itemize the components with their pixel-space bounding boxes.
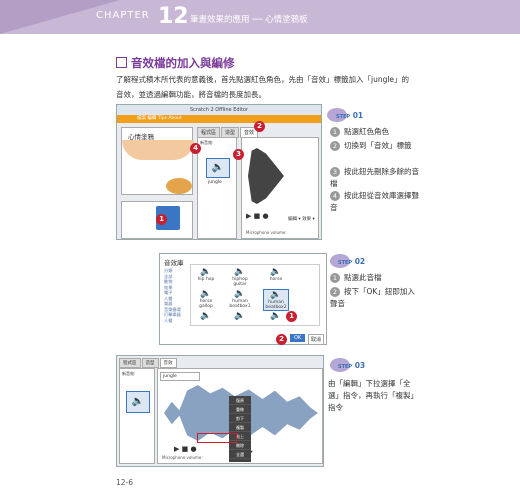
category-list: 分類 全部 動物 效果 電子 人聲 樂器 音樂循環 打擊樂器 人聲 bbox=[164, 268, 188, 323]
menu-item-undo[interactable]: 復原 bbox=[229, 396, 251, 405]
sound-cell[interactable]: 🔈horse bbox=[263, 267, 289, 282]
step-bubble bbox=[327, 108, 347, 122]
cancel-button[interactable]: 取消 bbox=[308, 334, 325, 345]
screenshot-sound-library: 音效庫 分類 全部 動物 效果 電子 人聲 樂器 音樂循環 打擊樂器 人聲 🔈h… bbox=[159, 253, 327, 345]
category-item[interactable]: 效果 bbox=[164, 284, 173, 290]
waveform-panel: ▶ ■ ● 編輯 ▾ 效果 ▾ Microphone volume: bbox=[241, 137, 319, 239]
speaker-icon: 🔈 bbox=[270, 267, 282, 277]
step-2-tag: STEP 02 bbox=[338, 257, 366, 266]
speaker-icon: 🔈 bbox=[234, 289, 246, 299]
badge-3: 3 bbox=[233, 149, 244, 160]
menu-item-select-all[interactable]: 全選 bbox=[229, 450, 251, 459]
category-item[interactable]: 動物 bbox=[164, 279, 173, 284]
badge-2: 2 bbox=[276, 334, 287, 345]
new-sound-label: 新音效: bbox=[122, 371, 136, 376]
speaker-icon: 🔈 bbox=[270, 290, 282, 300]
waveform bbox=[248, 148, 284, 204]
palette-image bbox=[166, 178, 192, 194]
menu-bar: 檔案 編輯 Tips About bbox=[117, 115, 321, 123]
category-item[interactable]: 全部 bbox=[164, 273, 173, 279]
tab-costumes[interactable]: 造型 bbox=[141, 358, 159, 368]
badge-4: 4 bbox=[190, 143, 201, 154]
intro-paragraph: 了解程式積木所代表的意義後，首先點選紅色角色，先由「音效」標籤加入「jungle… bbox=[116, 75, 410, 99]
step-3-text: 由「編輯」下拉選擇「全選」指令，再執行「複製」指令 bbox=[328, 379, 415, 412]
section-title: 音效檔的加入與編修 bbox=[131, 56, 235, 70]
menu-item-redo[interactable]: 重做 bbox=[229, 405, 251, 414]
sound-cell[interactable]: 🔈 bbox=[227, 311, 253, 321]
stage-title: 心情塗鴉 bbox=[128, 133, 154, 141]
screenshot-scratch-editor: Scratch 2 Offline Editor 檔案 編輯 Tips Abou… bbox=[116, 104, 322, 240]
step-bubble bbox=[330, 358, 350, 372]
sound-cell-selected[interactable]: 🔈human beatbox2 bbox=[263, 289, 289, 311]
badge-1: 1 bbox=[156, 214, 167, 225]
editor-tabs: 程式區造型音效 bbox=[119, 358, 178, 368]
category-item[interactable]: 人聲 bbox=[164, 295, 173, 301]
page-number: 12-6 bbox=[116, 478, 134, 487]
stage-decoration bbox=[122, 140, 194, 160]
volume-label: Microphone volume: bbox=[246, 230, 287, 235]
sound-cell[interactable]: 🔈 bbox=[193, 311, 219, 321]
chapter-word: CHAPTER bbox=[96, 10, 150, 21]
edit-menu-button[interactable]: 編輯 ▾ 效果 ▾ bbox=[288, 217, 315, 222]
speaker-icon: 🔈 bbox=[234, 267, 246, 277]
menu-item-copy[interactable]: 複製 bbox=[229, 423, 251, 432]
speaker-icon: 🔈 bbox=[200, 289, 212, 299]
speaker-icon[interactable]: 🔈 bbox=[206, 158, 230, 178]
sound-cell[interactable]: 🔈hiphop guitar bbox=[227, 267, 253, 287]
speaker-icon: 🔈 bbox=[270, 311, 282, 321]
speaker-icon: 🔈 bbox=[234, 311, 246, 321]
step-1-tag: STEP 01 bbox=[336, 111, 364, 120]
sound-cell[interactable]: 🔈hip hop bbox=[193, 267, 219, 282]
sound-list: 新音效: 🔈 jungle bbox=[197, 137, 237, 239]
menu-item-cut[interactable]: 剪下 bbox=[229, 414, 251, 423]
step-bubble bbox=[330, 254, 350, 268]
badge-1: 1 bbox=[286, 311, 297, 322]
speaker-icon: 🔈 bbox=[200, 267, 212, 277]
sound-name-field[interactable]: jungle bbox=[160, 372, 200, 381]
badge-2: 2 bbox=[254, 121, 265, 132]
edit-dropdown-menu: 復原 重做 剪下 複製 貼上 刪除 全選 bbox=[229, 396, 251, 462]
chapter-number: 12 bbox=[158, 4, 189, 29]
step-3-tag: STEP 03 bbox=[338, 361, 366, 370]
library-title: 音效庫 bbox=[164, 259, 184, 267]
edit-highlight bbox=[197, 433, 237, 443]
sound-cell[interactable]: 🔈 bbox=[263, 311, 289, 321]
category-item[interactable]: 音樂循環 bbox=[164, 306, 181, 312]
section-heading: 音效檔的加入與編修 bbox=[116, 55, 235, 71]
stage: 心情塗鴉 bbox=[121, 127, 194, 195]
sound-list: 新音效: 🔈 bbox=[119, 368, 155, 464]
chapter-header: CHAPTER 12 筆畫效果的應用 ── 心情塗鴉板 bbox=[0, 0, 520, 34]
tab-scripts[interactable]: 程式區 bbox=[119, 358, 141, 368]
volume-label: Microphone volume: bbox=[162, 455, 203, 460]
menu-item-paste[interactable]: 貼上 bbox=[229, 432, 251, 441]
category-item[interactable]: 打擊樂器 bbox=[164, 312, 181, 317]
category-item[interactable]: 電子 bbox=[164, 290, 173, 295]
sound-cell[interactable]: 🔈human beatbox1 bbox=[227, 289, 253, 309]
tab-sounds[interactable]: 音效 bbox=[159, 358, 177, 368]
sound-name: jungle bbox=[208, 180, 222, 185]
sound-grid: 🔈hip hop 🔈hiphop guitar 🔈horse 🔈horse ga… bbox=[190, 264, 320, 326]
new-sound-label: 新音效: bbox=[200, 140, 214, 145]
menu-item-delete[interactable]: 刪除 bbox=[229, 441, 251, 450]
window-title: Scratch 2 Offline Editor bbox=[117, 105, 321, 115]
category-item[interactable]: 人聲 bbox=[164, 317, 173, 323]
speaker-icon[interactable]: 🔈 bbox=[126, 391, 150, 413]
ok-button[interactable]: OK bbox=[290, 334, 306, 342]
sound-cell[interactable]: 🔈horse gallop bbox=[193, 289, 219, 309]
header-decoration bbox=[0, 0, 120, 34]
category-item[interactable]: 分類 bbox=[164, 268, 173, 273]
playback-controls[interactable]: ▶ ■ ● bbox=[174, 445, 197, 453]
checkbox-icon bbox=[116, 57, 127, 68]
category-item[interactable]: 樂器 bbox=[164, 301, 173, 306]
chapter-title: 筆畫效果的應用 ── 心情塗鴉板 bbox=[190, 15, 308, 25]
speaker-icon: 🔈 bbox=[200, 311, 212, 321]
playback-controls[interactable]: ▶ ■ ● bbox=[246, 212, 269, 220]
